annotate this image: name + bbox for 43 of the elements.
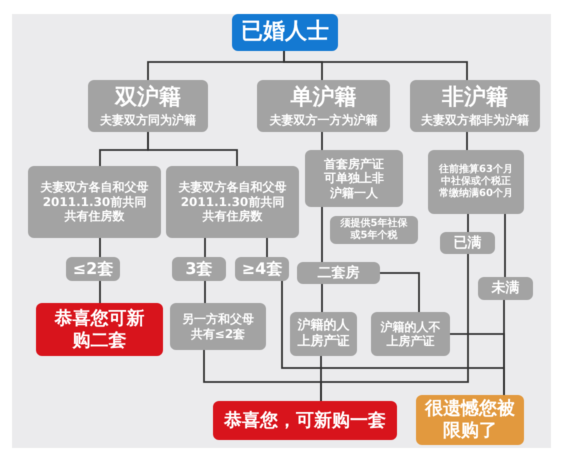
connector-line bbox=[466, 132, 468, 150]
connector-line bbox=[450, 333, 505, 395]
category-heading: 双沪籍 bbox=[115, 84, 181, 111]
connector-line bbox=[504, 214, 506, 277]
condition-box: 另一方和父母共有≤2套 bbox=[170, 303, 266, 350]
connector-line bbox=[99, 281, 101, 303]
category-heading: 非沪籍 bbox=[442, 84, 508, 111]
connector-line bbox=[467, 214, 469, 232]
result-box: 恭喜您可新购二套 bbox=[36, 303, 163, 356]
option-box: 二套房 bbox=[297, 262, 380, 284]
condition-box: 夫妻双方各自和父母2011.1.30前共同共有住房数 bbox=[28, 166, 161, 238]
category-box bbox=[257, 80, 390, 132]
result-box: 很遗憾您被限购了 bbox=[416, 395, 524, 445]
result-box: 恭喜您，可新购一套 bbox=[213, 401, 397, 440]
option-box: ≤2套 bbox=[66, 257, 120, 281]
start-box: 已婚人士 bbox=[232, 14, 338, 51]
category-subtitle: 夫妻双方都非为沪籍 bbox=[421, 113, 529, 128]
connector-line bbox=[147, 132, 238, 166]
condition-box: 夫妻双方各自和父母2011.1.30前共同共有住房数 bbox=[166, 166, 299, 238]
connector-line bbox=[204, 238, 206, 257]
connector-line bbox=[99, 238, 101, 257]
connector-line bbox=[266, 238, 268, 257]
connector-line bbox=[320, 356, 322, 401]
option-box: ≥4套 bbox=[235, 257, 289, 281]
connector-line bbox=[321, 284, 323, 312]
option-box: 3套 bbox=[172, 257, 226, 281]
connector-line bbox=[321, 132, 323, 150]
condition-box: 往前推算63个月中社保或个税正常缴纳满60个月 bbox=[428, 150, 524, 214]
note-box: 须提供5年社保或5年个税 bbox=[330, 216, 418, 244]
connector-line bbox=[204, 281, 206, 303]
connector-line bbox=[283, 51, 468, 80]
condition-box: 沪籍的人上房产证 bbox=[290, 312, 357, 356]
condition-box: 首套房产证可单独上非沪籍一人 bbox=[305, 150, 403, 207]
category-subtitle: 夫妻双方同为沪籍 bbox=[100, 113, 196, 128]
option-box: 已满 bbox=[440, 232, 495, 254]
connector-line bbox=[380, 272, 420, 312]
category-box bbox=[410, 80, 540, 132]
category-subtitle: 夫妻双方一方为沪籍 bbox=[270, 113, 378, 128]
condition-box: 沪籍的人不上房产证 bbox=[371, 312, 450, 356]
category-box bbox=[88, 80, 208, 132]
option-box: 未满 bbox=[478, 277, 533, 300]
connector-line bbox=[321, 207, 323, 262]
category-heading: 单沪籍 bbox=[290, 84, 356, 111]
